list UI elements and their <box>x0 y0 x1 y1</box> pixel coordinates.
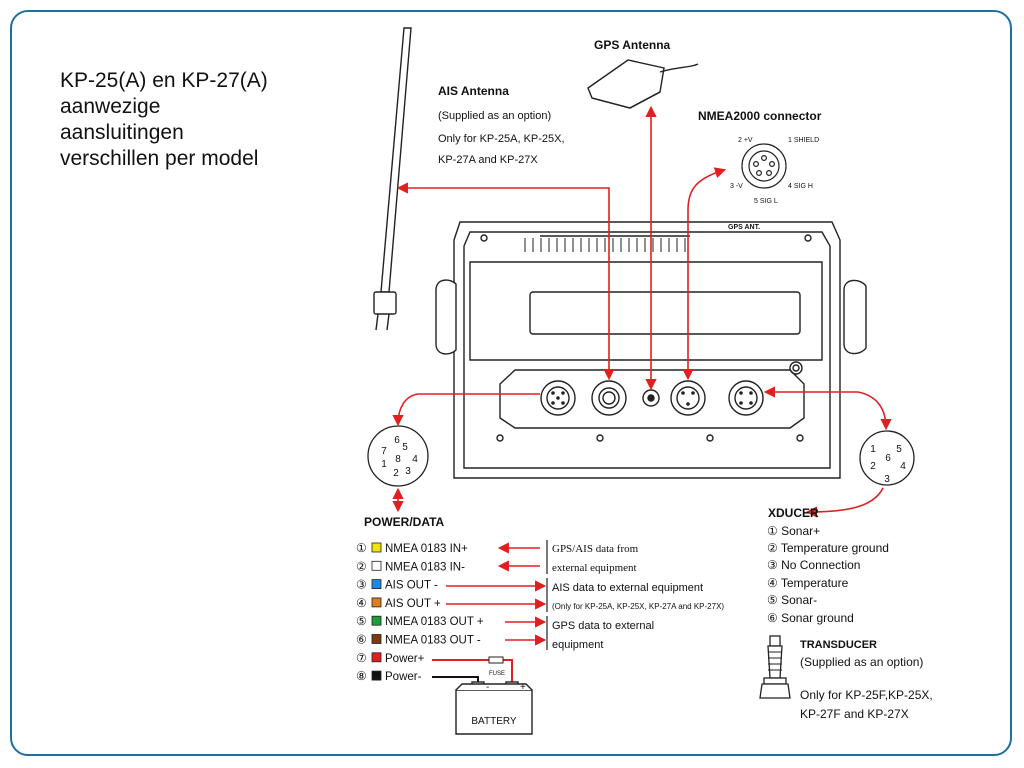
power-data-title: POWER/DATA <box>364 515 445 529</box>
power-pin: 8 <box>395 454 401 465</box>
xducer-item: ⑥ Sonar ground <box>767 611 854 625</box>
group3-line2: equipment <box>552 639 603 651</box>
power-data-pin-label: NMEA 0183 IN+ <box>385 543 468 555</box>
gps-antenna-title: GPS Antenna <box>594 38 671 52</box>
transducer-note: (Supplied as an option) <box>800 655 923 669</box>
xducer-pin: 3 <box>884 474 890 485</box>
battery-minus-label: - <box>486 682 489 693</box>
power-data-pin-number: ① <box>356 541 367 555</box>
transducer-line2: KP-27F and KP-27X <box>800 707 909 721</box>
battery-drawing <box>455 681 533 735</box>
ais-antenna-line2: KP-27A and KP-27X <box>438 154 538 166</box>
nmea2000-pin3-label: 3 -V <box>730 183 743 190</box>
power-data-pin-label: Power- <box>385 671 422 683</box>
battery-wiring <box>432 659 513 682</box>
power-data-pin-number: ⑧ <box>356 669 367 683</box>
power-pin: 2 <box>393 468 399 479</box>
power-pin: 6 <box>394 435 400 446</box>
nmea2000-connector-drawing <box>741 143 787 189</box>
xducer-item: ⑤ Sonar- <box>767 593 817 607</box>
fuse-drawing <box>488 656 504 664</box>
title-line: KP-25(A) en KP-27(A) <box>60 69 268 92</box>
power-data-pin-number: ⑥ <box>356 633 367 647</box>
group3-line1: GPS data to external <box>552 620 654 632</box>
gps-ant-port-label: GPS ANT. <box>728 224 760 231</box>
power-data-pin-number: ④ <box>356 596 367 610</box>
wire-color-swatch <box>371 652 382 663</box>
connection-arrows <box>392 105 892 646</box>
nmea2000-pin5-label: 5 SIG L <box>754 198 778 205</box>
group2-line1: AIS data to external equipment <box>552 582 703 594</box>
ais-antenna-drawing <box>373 27 412 331</box>
gps-antenna-drawing <box>587 59 699 109</box>
xducer-pin: 5 <box>896 444 902 455</box>
xducer-item: ① Sonar+ <box>767 524 820 538</box>
power-data-pin-label: AIS OUT + <box>385 598 441 610</box>
title-line: verschillen per model <box>60 147 259 170</box>
fuse-label: FUSE <box>489 671 505 677</box>
power-data-pin-label: NMEA 0183 OUT - <box>385 635 481 647</box>
power-data-pin-number: ⑦ <box>356 651 367 665</box>
ais-antenna-note: (Supplied as an option) <box>438 110 551 122</box>
nmea2000-title: NMEA2000 connector <box>698 109 822 123</box>
power-data-pin-number: ③ <box>356 578 367 592</box>
xducer-pin: 1 <box>870 444 876 455</box>
xducer-title: XDUCER <box>768 506 819 520</box>
ais-antenna-line1: Only for KP-25A, KP-25X, <box>438 133 565 145</box>
power-pin: 4 <box>412 454 418 465</box>
transducer-title: TRANSDUCER <box>800 639 877 651</box>
group1-line1: GPS/AIS data from <box>552 543 639 555</box>
wire-color-swatch <box>371 579 382 589</box>
group2-line2: (Only for KP-25A, KP-25X, KP-27A and KP-… <box>552 602 724 611</box>
xducer-pin-labels: 1 5 2 6 4 3 <box>870 444 906 485</box>
power-data-pin-labels: 6 5 4 7 8 3 1 2 <box>381 435 418 479</box>
power-data-list: ① NMEA 0183 IN+ ② NMEA 0183 IN- ③ AIS OUT - ④ A… <box>356 541 484 683</box>
battery-label: BATTERY <box>471 716 517 727</box>
nmea2000-pin2-label: 2 +V <box>738 137 753 144</box>
wire-color-swatch <box>371 670 382 681</box>
power-pin: 3 <box>405 466 411 477</box>
wire-color-swatch <box>371 560 382 571</box>
power-data-pin-label: NMEA 0183 IN- <box>385 561 465 573</box>
transducer-drawing <box>759 635 791 699</box>
xducer-item: ③ No Connection <box>767 558 860 572</box>
wire-color-swatch <box>371 597 382 608</box>
power-pin: 1 <box>381 459 387 470</box>
power-data-pin-number: ⑤ <box>356 614 367 628</box>
xducer-item: ④ Temperature <box>767 576 849 590</box>
battery-plus-label: + <box>520 682 526 693</box>
power-pin: 5 <box>402 442 408 453</box>
xducer-pin: 6 <box>885 453 891 464</box>
power-data-pin-label: AIS OUT - <box>385 580 438 592</box>
power-data-pin-label: Power+ <box>385 653 425 665</box>
transducer-line1: Only for KP-25F,KP-25X, <box>800 688 933 702</box>
slide-title: KP-25(A) en KP-27(A) aanwezige aansluiti… <box>60 68 330 172</box>
xducer-connector-drawing <box>859 430 915 486</box>
wire-color-swatch <box>371 542 382 553</box>
xducer-pin: 4 <box>900 461 906 472</box>
wire-color-swatch <box>371 634 382 644</box>
title-line: aansluitingen <box>60 121 184 144</box>
power-pin: 7 <box>381 446 387 457</box>
nmea2000-pin4-label: 4 SIG H <box>788 183 813 190</box>
nmea2000-pin1-label: 1 SHIELD <box>788 137 819 144</box>
xducer-pin: 2 <box>870 461 876 472</box>
xducer-item: ② Temperature ground <box>767 541 889 555</box>
wire-color-swatch <box>371 615 382 626</box>
group1-line2: external equipment <box>552 562 637 574</box>
power-data-pin-number: ② <box>356 559 367 573</box>
title-line: aanwezige <box>60 95 161 118</box>
power-data-pin-label: NMEA 0183 OUT + <box>385 616 484 628</box>
ais-antenna-title: AIS Antenna <box>438 84 509 98</box>
